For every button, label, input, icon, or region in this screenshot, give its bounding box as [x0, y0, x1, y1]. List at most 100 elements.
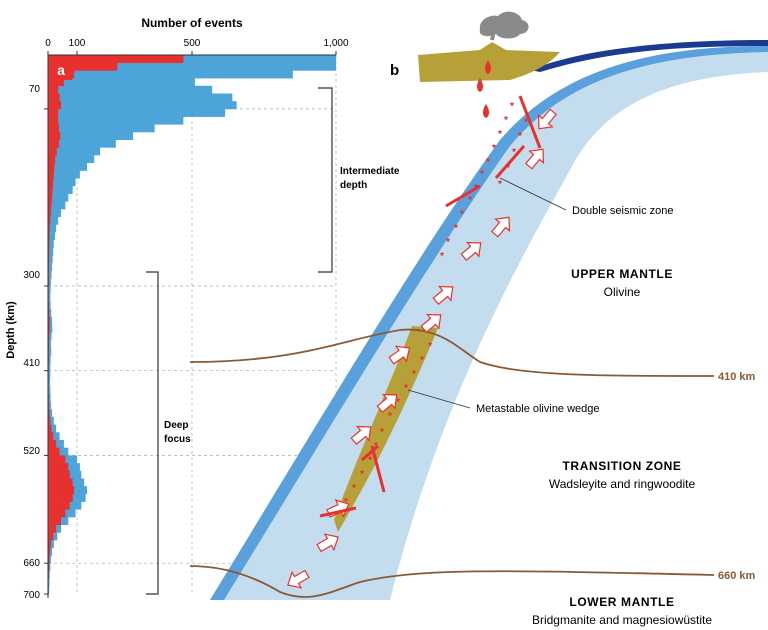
- blue-bar: [48, 132, 134, 140]
- x-tick-label: 100: [69, 38, 86, 49]
- red-bar: [48, 178, 54, 187]
- red-bar: [48, 255, 50, 264]
- blue-bar: [48, 401, 51, 410]
- blue-bar: [48, 209, 62, 217]
- magma-drop: [477, 78, 483, 92]
- red-bar: [48, 124, 60, 133]
- blue-bar: [48, 262, 53, 271]
- red-bar: [48, 232, 50, 241]
- volcanic-vent: [490, 29, 496, 41]
- metastable-olivine-wedge: [334, 326, 438, 532]
- blue-bar: [48, 170, 80, 179]
- stress-arrow: [388, 345, 411, 365]
- stress-arrow: [287, 569, 310, 589]
- red-bar: [48, 432, 54, 441]
- blue-bar: [48, 355, 51, 364]
- panel-a-label-box: [50, 60, 72, 80]
- earthquake-star: [453, 223, 459, 229]
- red-bar: [48, 193, 53, 202]
- red-bar: [48, 440, 57, 448]
- blue-bar: [48, 378, 51, 387]
- red-bar: [48, 455, 66, 464]
- blue-bar: [48, 178, 76, 187]
- discontinuity-660: [189, 565, 715, 598]
- blue-bar: [48, 278, 51, 287]
- red-bar: [48, 316, 50, 325]
- blue-bar: [48, 62, 336, 71]
- intermediate-depth-bracket: [318, 87, 333, 273]
- blue-bar: [48, 363, 51, 371]
- x-tick-label: 1,000: [323, 38, 348, 49]
- blue-bar: [48, 224, 57, 233]
- subducting-slab: [210, 46, 768, 600]
- earthquake-star: [387, 411, 393, 417]
- wedge-leader: [407, 389, 471, 409]
- earthquake-star: [379, 427, 385, 433]
- red-bar: [48, 324, 50, 333]
- red-bar: [48, 147, 57, 156]
- earthquake-star: [467, 195, 473, 201]
- histogram-grid: [48, 55, 337, 594]
- double-zone-leader: [499, 177, 567, 211]
- red-bar: [48, 486, 75, 495]
- y-tick-label: 700: [23, 590, 40, 601]
- red-bar: [48, 78, 64, 87]
- blue-bar: [48, 139, 116, 148]
- red-bar: [48, 170, 54, 179]
- red-bar: [48, 309, 50, 318]
- upper-mantle-mineral: Olivine: [604, 285, 641, 299]
- ocean-trench: [530, 40, 768, 72]
- blue-bar: [48, 424, 57, 433]
- stress-arrow: [432, 285, 454, 306]
- panel-a-label: a: [57, 62, 65, 78]
- y-axis-title: Depth (km): [5, 301, 17, 359]
- blue-bar: [48, 216, 59, 225]
- y-tick-label: 660: [23, 558, 40, 569]
- earthquake-star: [367, 455, 373, 461]
- red-bar: [48, 409, 50, 418]
- double-seismic-zone-label: Double seismic zone: [572, 205, 674, 217]
- red-bar: [48, 447, 60, 456]
- y-tick-label: 520: [23, 446, 40, 457]
- earthquake-star: [511, 147, 517, 153]
- red-bar: [48, 239, 50, 248]
- magma-drop: [485, 60, 491, 74]
- stress-arrow: [376, 393, 398, 414]
- blue-bar: [48, 332, 52, 341]
- lower-mantle-mineral: Bridgmanite and magnesiowüstite: [532, 613, 712, 627]
- earthquake-star: [343, 497, 349, 503]
- blue-bar: [48, 339, 51, 348]
- red-bar: [48, 424, 52, 433]
- stress-arrow: [316, 533, 339, 553]
- blue-bar: [48, 124, 155, 133]
- blue-bar: [48, 116, 184, 125]
- blue-bar: [48, 286, 51, 294]
- deep-focus-label-line2: focus: [164, 434, 191, 445]
- red-bar: [48, 93, 60, 102]
- transition-zone-title: TRANSITION ZONE: [563, 459, 682, 473]
- blue-bar: [48, 393, 51, 402]
- red-bar: [48, 201, 52, 210]
- lower-mantle-title: LOWER MANTLE: [569, 595, 674, 609]
- slab-upper-surface: [210, 46, 768, 600]
- red-bar: [48, 155, 56, 164]
- red-bar: [48, 540, 51, 549]
- blue-bar: [48, 239, 54, 248]
- stress-arrow: [460, 241, 482, 262]
- red-bar: [48, 247, 50, 256]
- red-bar: [48, 509, 66, 518]
- blue-bar: [48, 85, 213, 94]
- earthquake-star: [497, 129, 503, 135]
- panel-a: Number of events 0 100 500 1,000 70 300 …: [5, 16, 400, 601]
- blue-bar: [48, 409, 53, 418]
- y-tick-label: 410: [23, 358, 40, 369]
- blue-bar: [48, 185, 73, 194]
- earthquake-star: [359, 469, 365, 475]
- earthquake-star: [403, 383, 409, 389]
- stress-arrow: [350, 425, 372, 446]
- earthquake-star: [351, 483, 357, 489]
- metastable-wedge-label: Metastable olivine wedge: [476, 403, 600, 415]
- blue-bar: [48, 162, 88, 171]
- blue-bar: [48, 324, 53, 333]
- stress-arrow: [420, 313, 442, 334]
